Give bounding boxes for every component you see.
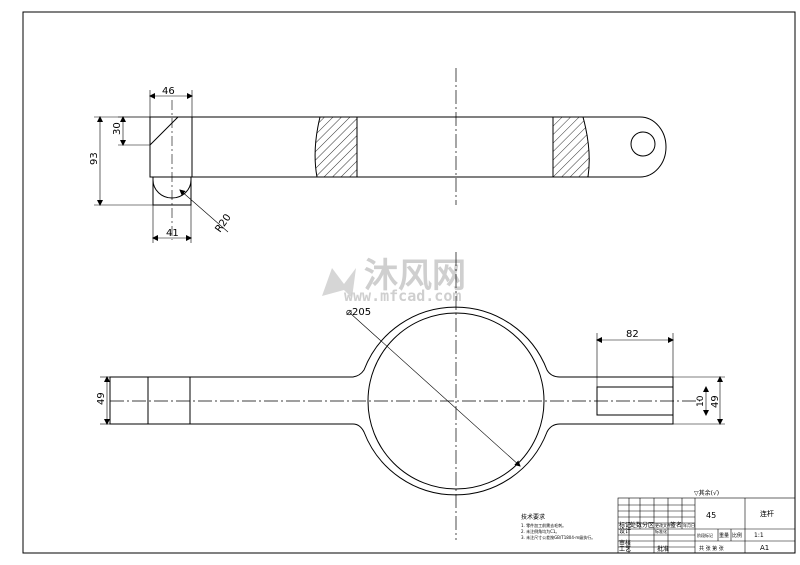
dim-slot-length: 82 xyxy=(626,329,639,340)
notes-line: 1. 零件加工前需去毛刺。 xyxy=(521,522,566,528)
scale-label: 比例 xyxy=(732,532,742,539)
title-block-label: 审核 xyxy=(619,539,631,547)
drawing-name: 连杆 xyxy=(760,509,774,518)
dim-diameter: ⌀205 xyxy=(346,307,371,318)
title-block-label: 阶段标记 xyxy=(697,532,713,538)
title-block-label: 年月日 xyxy=(683,522,695,528)
notes-line: 3. 未注尺寸公差按GB/T1804-m级执行。 xyxy=(521,534,595,540)
dim-bottom-width: 41 xyxy=(166,228,179,239)
technical-notes: 技术要求 1. 零件加工前需去毛刺。 2. 未注倒角均为C1。 3. 未注尺寸公… xyxy=(521,513,595,540)
dim-bar-height-left: 49 xyxy=(96,392,107,405)
dim-top-width: 46 xyxy=(162,86,175,97)
drawing-border xyxy=(22,11,796,554)
notes-title: 技术要求 xyxy=(521,513,545,521)
watermark: 沐风网 www.mfcad.com xyxy=(322,256,466,305)
title-block xyxy=(617,497,796,554)
notes-line: 2. 未注倒角均为C1。 xyxy=(521,528,559,534)
top-view xyxy=(149,116,667,206)
scale-value: 1:1 xyxy=(754,532,764,539)
dim-bar-height-right: 49 xyxy=(710,395,721,408)
title-block-label: 分区 xyxy=(642,521,654,529)
material-value: 45 xyxy=(706,511,716,520)
dim-slot-width: 10 xyxy=(696,395,706,407)
title-block-label: 更改文件号 xyxy=(655,522,675,528)
title-block-label: 处数 xyxy=(630,521,642,529)
sheet-size: A1 xyxy=(760,544,769,552)
dim-radius: R20 xyxy=(213,212,233,234)
title-block-label: 设计 xyxy=(619,527,631,535)
dim-top-height: 93 xyxy=(89,152,100,165)
surface-finish-symbol: ▽其余(√) xyxy=(694,489,719,497)
watermark-url: www.mfcad.com xyxy=(344,287,461,305)
watermark-brand: 沐风网 xyxy=(364,256,466,296)
weight-label: 重量 xyxy=(719,532,729,539)
front-dimension-lines xyxy=(100,312,725,467)
title-block-label: 标准化 xyxy=(655,528,667,534)
watermark-logo-icon xyxy=(322,268,356,298)
title-block-label: 批准 xyxy=(657,545,669,553)
title-block-label: 工艺 xyxy=(619,545,631,553)
title-block-label: 标记 xyxy=(619,521,631,529)
sheet-count: 共 张 第 张 xyxy=(699,545,724,552)
top-dimension-lines xyxy=(94,90,229,243)
dim-top-chamfer: 30 xyxy=(112,122,123,135)
title-block-label: 签名 xyxy=(670,521,682,529)
